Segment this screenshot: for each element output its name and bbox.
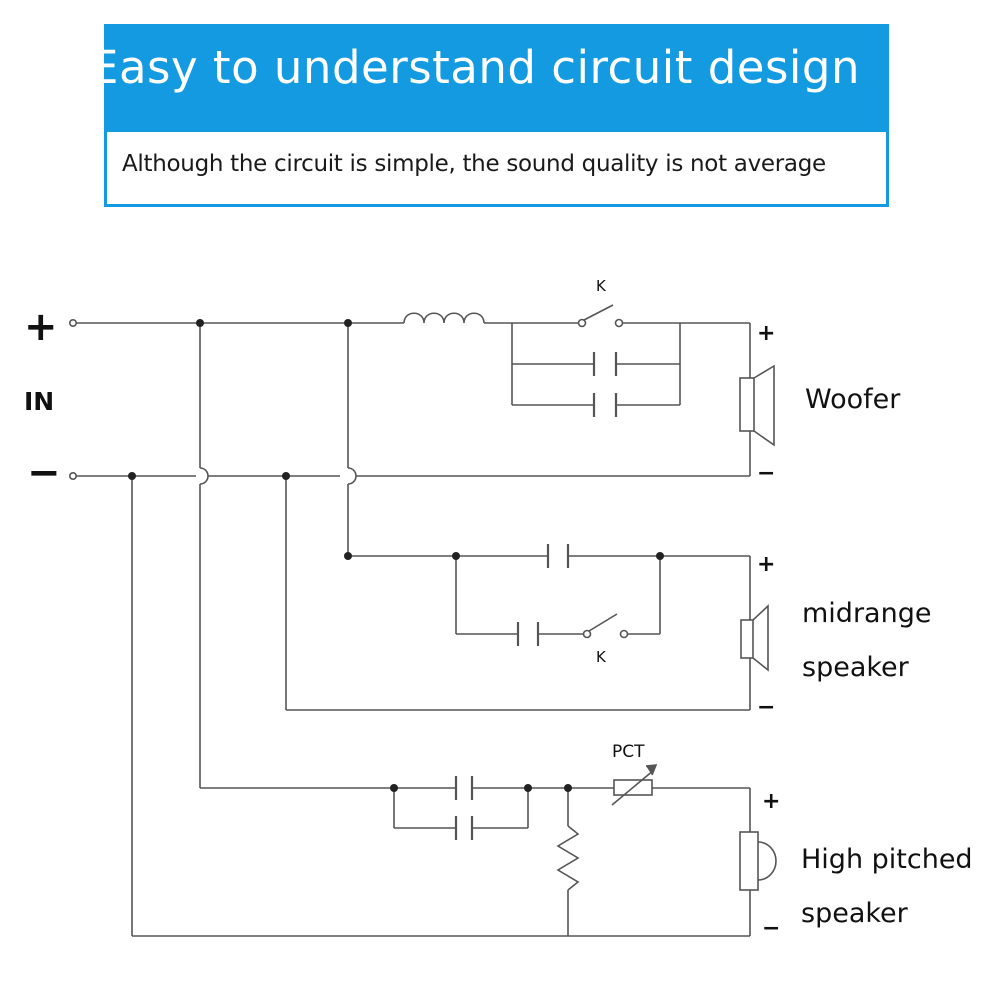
pct-thermistor — [611, 764, 750, 806]
tweeter-speaker-icon — [739, 788, 777, 936]
woofer-inductor — [403, 312, 579, 324]
woofer-switch — [577, 304, 750, 328]
pct-label: PCT — [612, 742, 645, 762]
woofer-speaker-icon — [739, 323, 775, 476]
woofer-plus: + — [757, 321, 775, 346]
banner-title-bar: Easy to understand circuit design — [90, 27, 886, 132]
banner-title: Easy to understand circuit design — [90, 41, 860, 94]
woofer-minus: − — [757, 461, 775, 486]
header-banner: Easy to understand circuit design Althou… — [90, 24, 889, 207]
positive-rail — [199, 322, 404, 788]
tweeter-minus: − — [762, 916, 780, 941]
midrange-plus: + — [757, 552, 775, 577]
tweeter-resistor — [556, 788, 580, 936]
input-plus-sign: + — [24, 304, 58, 350]
input-plus-terminal — [69, 318, 200, 327]
midrange-network — [348, 544, 750, 646]
junction-dots — [128, 319, 664, 792]
input-minus-sign: − — [27, 450, 61, 496]
woofer-label: Woofer — [805, 384, 901, 415]
midrange-switch — [582, 613, 660, 639]
midrange-label-line1: midrange — [802, 598, 931, 629]
midrange-minus: − — [757, 695, 775, 720]
tweeter-label-line2: speaker — [801, 898, 909, 929]
tweeter-capacitors — [200, 776, 614, 840]
woofer-capacitor-bank — [511, 323, 681, 417]
midrange-switch-label: K — [596, 648, 607, 666]
midrange-speaker-icon — [740, 556, 769, 710]
input-label: IN — [24, 387, 54, 416]
negative-rail — [131, 475, 750, 937]
midrange-label-line2: speaker — [802, 652, 910, 683]
banner-subtitle: Although the circuit is simple, the soun… — [122, 151, 826, 177]
tweeter-label-line1: High pitched — [801, 844, 973, 875]
woofer-switch-label: K — [596, 277, 607, 295]
tweeter-plus: + — [762, 789, 780, 814]
